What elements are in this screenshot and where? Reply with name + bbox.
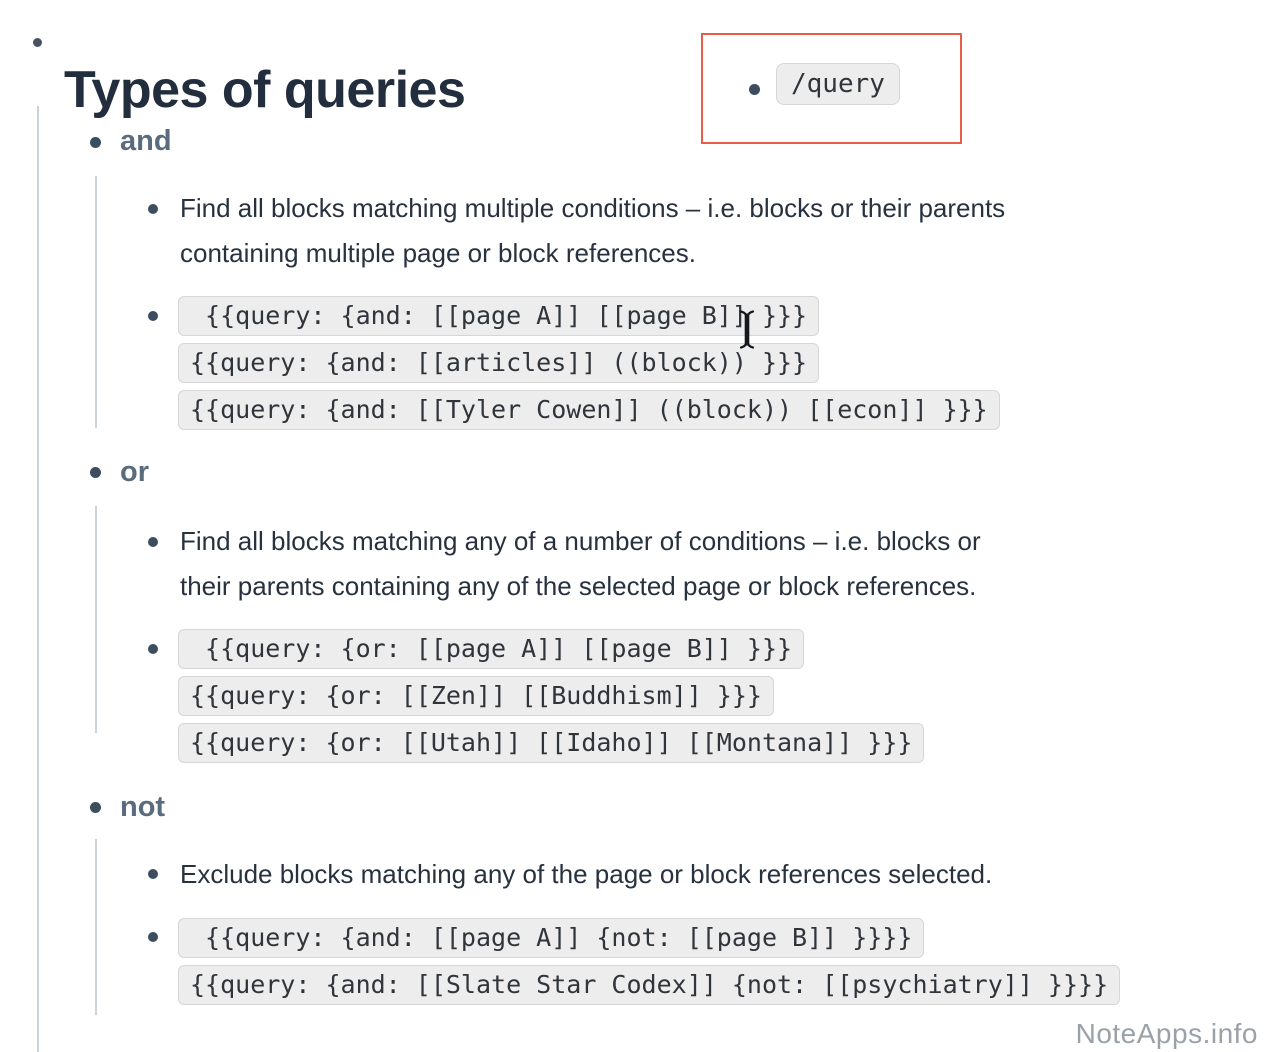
bullet-or-description[interactable] xyxy=(148,537,158,547)
and-code-line-1[interactable]: {{query: {and: [[page A]] [[page B]] }}} xyxy=(178,296,820,336)
bullet-and-code[interactable] xyxy=(148,311,158,321)
page-title[interactable]: Types of queries xyxy=(64,60,466,119)
bullet-and-description[interactable] xyxy=(148,204,158,214)
not-description[interactable]: Exclude blocks matching any of the page … xyxy=(180,852,992,897)
not-code-line-2[interactable]: {{query: {and: [[Slate Star Codex]] {not… xyxy=(178,965,1121,1005)
and-description-line-2: containing multiple page or block refere… xyxy=(180,238,696,268)
section-label-and[interactable]: and xyxy=(120,125,172,157)
section-label-or[interactable]: or xyxy=(120,456,149,488)
slash-query-code[interactable]: /query xyxy=(776,63,900,105)
bullet-not-code[interactable] xyxy=(148,932,158,942)
or-description-line-2: their parents containing any of the sele… xyxy=(180,571,977,601)
outline-thread-not xyxy=(95,839,97,1015)
bullet-section-and[interactable] xyxy=(90,137,101,148)
text-cursor-icon xyxy=(738,310,756,349)
not-description-line-1: Exclude blocks matching any of the page … xyxy=(180,859,993,889)
or-code-block[interactable]: {{query: {or: [[page A]] [[page B]] }}} … xyxy=(178,629,925,763)
or-code-line-3[interactable]: {{query: {or: [[Utah]] [[Idaho]] [[Monta… xyxy=(178,723,925,763)
or-code-line-2[interactable]: {{query: {or: [[Zen]] [[Buddhism]] }}} xyxy=(178,676,774,716)
not-code-block[interactable]: {{query: {and: [[page A]] {not: [[page B… xyxy=(178,918,1121,1005)
bullet-section-or[interactable] xyxy=(90,467,101,478)
section-label-not[interactable]: not xyxy=(120,791,166,823)
outline-thread-and xyxy=(95,176,97,428)
outline-thread-or xyxy=(95,506,97,733)
and-description[interactable]: Find all blocks matching multiple condit… xyxy=(180,186,1005,276)
bullet-not-description[interactable] xyxy=(148,869,158,879)
bullet-section-not[interactable] xyxy=(90,802,101,813)
watermark: NoteApps.info xyxy=(1075,1018,1258,1049)
bullet-callout[interactable] xyxy=(749,84,760,95)
highlight-box: /query xyxy=(701,33,962,144)
and-code-line-3[interactable]: {{query: {and: [[Tyler Cowen]] ((block))… xyxy=(178,390,1000,430)
and-code-line-2[interactable]: {{query: {and: [[articles]] ((block)) }}… xyxy=(178,343,820,383)
or-description-line-1: Find all blocks matching any of a number… xyxy=(180,526,981,556)
or-code-line-1[interactable]: {{query: {or: [[page A]] [[page B]] }}} xyxy=(178,629,805,669)
and-code-block[interactable]: {{query: {and: [[page A]] [[page B]] }}}… xyxy=(178,296,1000,430)
and-description-line-1: Find all blocks matching multiple condit… xyxy=(180,193,1006,223)
bullet-title[interactable] xyxy=(33,38,42,47)
bullet-or-code[interactable] xyxy=(148,644,158,654)
or-description[interactable]: Find all blocks matching any of a number… xyxy=(180,519,981,609)
outline-thread-root xyxy=(37,106,39,1052)
not-code-line-1[interactable]: {{query: {and: [[page A]] {not: [[page B… xyxy=(178,918,925,958)
